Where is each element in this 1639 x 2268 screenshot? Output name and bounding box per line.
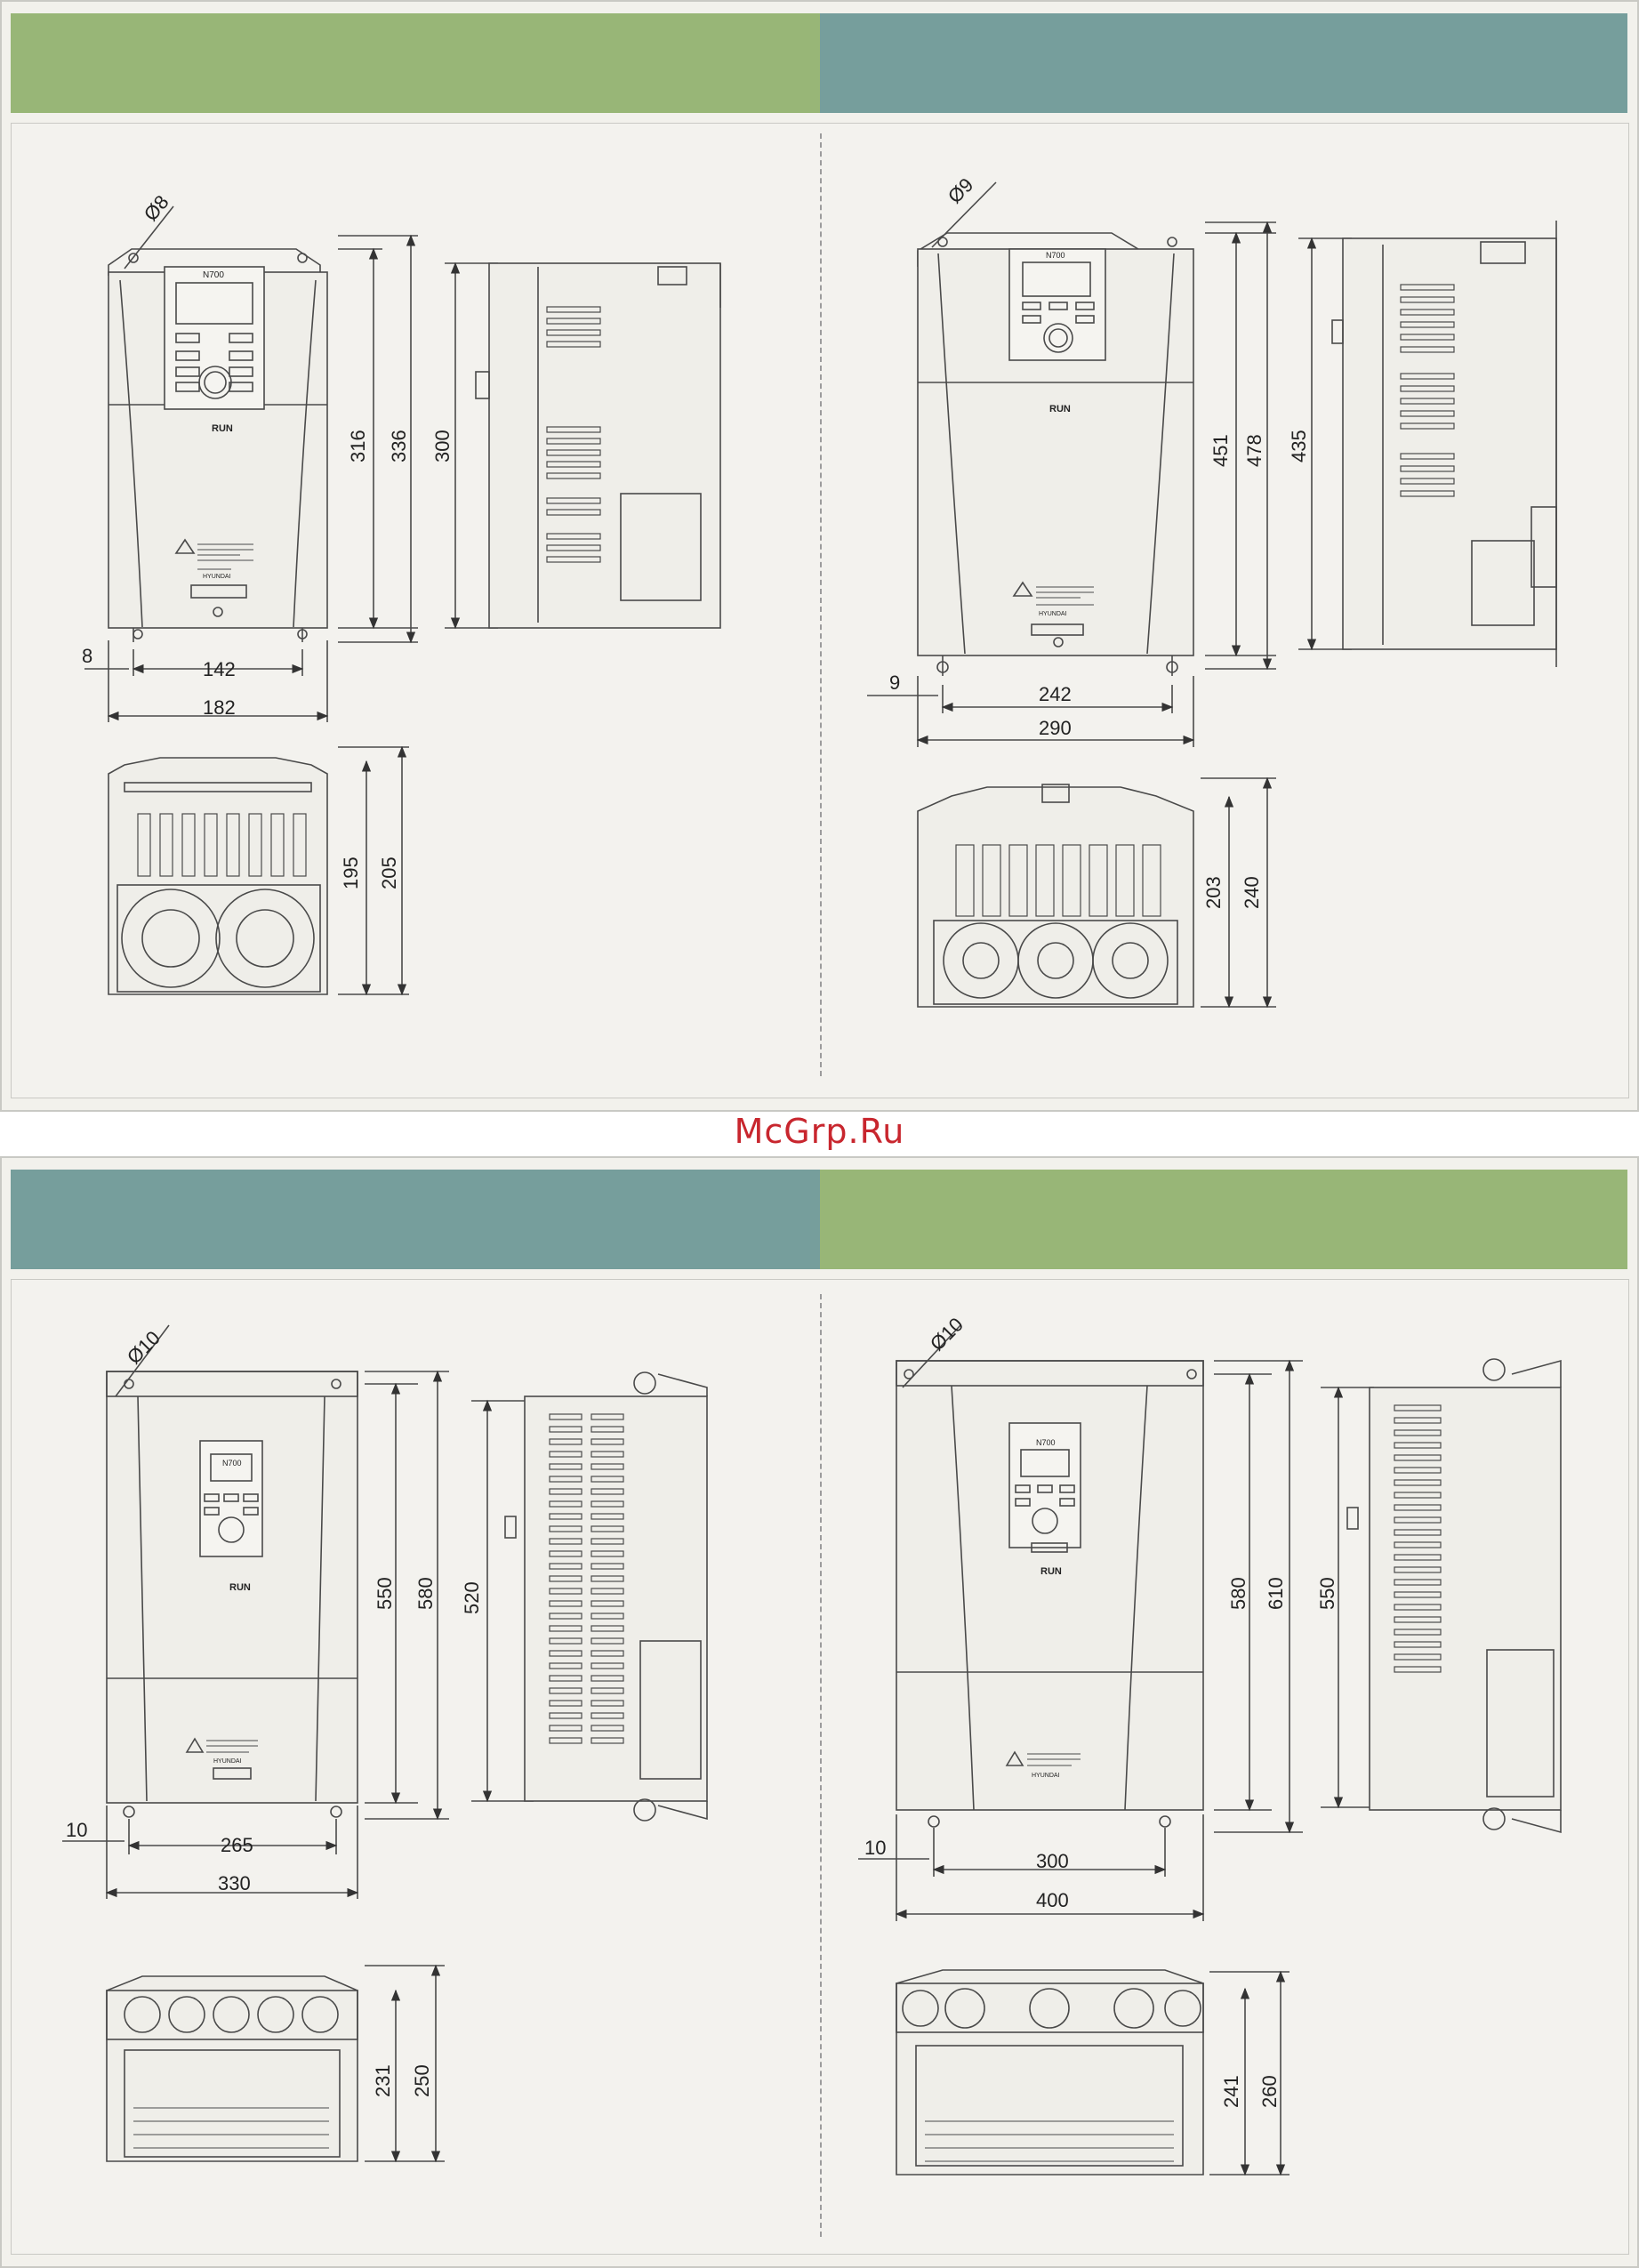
drawing-d-offset: 10 xyxy=(864,1837,886,1859)
drawing-c-logo: RUN xyxy=(229,1582,251,1593)
drawing-d-height-550: 550 xyxy=(1316,1577,1338,1610)
drawing-d-maker: HYUNDAI xyxy=(1032,1773,1060,1779)
drawing-d-height-610: 610 xyxy=(1265,1577,1287,1610)
drawing-d-bottom-241: 241 xyxy=(1220,2075,1242,2108)
drawing-d-outer-width: 400 xyxy=(1036,1889,1069,1911)
drawing-a-side-view xyxy=(476,263,720,628)
drawing-a-bottom-view xyxy=(108,747,409,994)
drawing-a-maker: HYUNDAI xyxy=(203,574,231,580)
drawing-b-height-478: 478 xyxy=(1243,434,1265,467)
drawing-d-diameter: Ø10 xyxy=(926,1313,968,1355)
drawing-b-diameter: Ø9 xyxy=(944,173,977,207)
drawing-b-offset: 9 xyxy=(889,672,900,694)
drawing-a-model: N700 xyxy=(203,270,224,280)
drawing-c-height-520: 520 xyxy=(461,1581,483,1614)
drawing-c-bottom-view xyxy=(107,1966,445,2161)
drawing-b-inner-width: 242 xyxy=(1039,683,1072,705)
drawing-c-front-view xyxy=(107,1325,358,1817)
drawing-c-height-550: 550 xyxy=(374,1577,396,1610)
drawing-a-height-316: 316 xyxy=(347,430,369,462)
drawing-a-logo: RUN xyxy=(212,423,233,434)
drawing-c-bottom-231: 231 xyxy=(372,2064,394,2097)
drawing-d-height-580: 580 xyxy=(1227,1577,1249,1610)
drawing-c-model: N700 xyxy=(222,1459,242,1468)
drawing-b-side-view xyxy=(1332,221,1556,667)
drawing-b-maker: HYUNDAI xyxy=(1039,611,1067,617)
drawing-c-offset: 10 xyxy=(66,1819,87,1841)
drawing-a-diameter: Ø8 xyxy=(140,191,173,226)
drawing-b-bottom-203: 203 xyxy=(1202,876,1225,909)
drawing-c-inner-width: 265 xyxy=(221,1834,253,1856)
drawing-d-inner-width: 300 xyxy=(1036,1850,1069,1872)
drawing-b-height-451: 451 xyxy=(1209,434,1232,467)
drawing-a-offset: 8 xyxy=(82,645,92,667)
drawing-a-height-300: 300 xyxy=(431,430,454,462)
drawing-b-logo: RUN xyxy=(1049,404,1071,414)
drawing-a-height-336: 336 xyxy=(388,430,410,462)
drawing-b-bottom-240: 240 xyxy=(1241,876,1263,909)
drawing-a-outer-width: 182 xyxy=(203,696,236,719)
drawing-b-outer-width: 290 xyxy=(1039,717,1072,739)
drawing-c-maker: HYUNDAI xyxy=(213,1758,242,1765)
drawing-a-bottom-195: 195 xyxy=(340,857,362,889)
drawing-b-height-435: 435 xyxy=(1288,430,1310,462)
drawing-c-outer-width: 330 xyxy=(218,1872,251,1894)
drawing-a-inner-width: 142 xyxy=(203,658,236,680)
drawing-c-diameter: Ø10 xyxy=(123,1326,165,1368)
drawing-a-bottom-205: 205 xyxy=(378,857,400,889)
drawing-d-side-view xyxy=(1347,1359,1561,1832)
drawing-d-logo: RUN xyxy=(1040,1566,1062,1577)
drawing-c-height-580: 580 xyxy=(414,1577,437,1610)
drawing-c-side-view xyxy=(505,1372,707,1821)
drawing-b-model: N700 xyxy=(1046,251,1065,260)
drawing-d-bottom-260: 260 xyxy=(1258,2075,1281,2108)
drawing-c-bottom-250: 250 xyxy=(411,2064,433,2097)
drawing-d-model: N700 xyxy=(1036,1438,1056,1447)
drawing-d-bottom-view xyxy=(896,1970,1290,2175)
